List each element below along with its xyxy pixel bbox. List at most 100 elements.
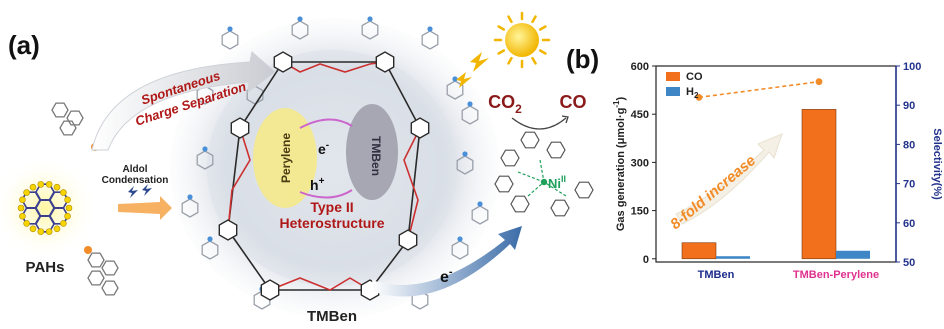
ring-icon bbox=[471, 205, 489, 225]
carbon-atom-icon bbox=[60, 189, 67, 196]
carbon-atom-icon bbox=[23, 220, 30, 227]
triazine-icon bbox=[375, 51, 395, 73]
coordination-bond-icon bbox=[517, 171, 545, 183]
small-pah-ring-icon bbox=[66, 110, 84, 126]
y2-axis-label: Selectivity(%) bbox=[931, 128, 943, 200]
ni-label: NiII bbox=[548, 174, 566, 191]
y-tick-label: 0 bbox=[643, 254, 649, 266]
carbon-atom-icon bbox=[65, 204, 73, 212]
triazine-nodes bbox=[218, 51, 430, 301]
ring-icon bbox=[461, 105, 479, 125]
ring-icon bbox=[361, 20, 379, 40]
sun-ray-icon bbox=[531, 15, 537, 24]
chart-axes bbox=[652, 65, 900, 263]
y-tick-label: 600 bbox=[631, 61, 649, 73]
ring-icon bbox=[196, 150, 214, 170]
bar-co-1 bbox=[801, 109, 837, 260]
carbon-atom-icon bbox=[19, 196, 26, 204]
ligand-ring-icon bbox=[574, 181, 594, 199]
pahs-label: PAHs bbox=[26, 259, 65, 276]
triazine-icon bbox=[218, 219, 238, 241]
sun-ray-icon bbox=[507, 15, 513, 24]
legend-swatch-h bbox=[666, 87, 680, 96]
carbon-atom-icon bbox=[17, 204, 25, 212]
carbon-atom-icon bbox=[45, 181, 53, 188]
pah-glow bbox=[0, 156, 97, 260]
lightning-icon bbox=[456, 52, 489, 88]
y-axis-label: Gas generation (μmol·g-1) bbox=[612, 97, 627, 232]
nitrogen-atom-icon bbox=[367, 16, 373, 22]
schematic-diagram: Perylene TMBen e- h+ Type II Heterostruc… bbox=[0, 11, 594, 325]
y2-tick-label: 60 bbox=[903, 218, 915, 230]
x-category-label: TMBen bbox=[698, 269, 735, 281]
small-pah-ring-icon bbox=[101, 260, 119, 276]
small-pah-ring-icon bbox=[51, 102, 69, 118]
bar-co-0 bbox=[681, 242, 717, 260]
triazine-icon bbox=[260, 279, 280, 301]
carbon-atom-icon bbox=[64, 212, 71, 220]
panel-b-label: (b) bbox=[566, 44, 600, 74]
electron-label: e- bbox=[318, 140, 329, 157]
selectivity-dash bbox=[698, 80, 820, 99]
increase-annotation: 8-fold increase bbox=[667, 152, 759, 233]
ring-icon bbox=[201, 240, 219, 260]
carbon-atom-icon bbox=[29, 225, 37, 233]
small-pah-ring-icon bbox=[87, 270, 105, 286]
hole-label: h+ bbox=[310, 176, 325, 193]
electron-transfer-label: e- bbox=[440, 266, 453, 286]
carbon-atom-icon bbox=[37, 228, 45, 235]
sun-ray-icon bbox=[507, 56, 513, 65]
nitrogen-atom-icon bbox=[297, 16, 303, 22]
carbon-atom-icon bbox=[53, 225, 61, 233]
tmben-inner-label: TMBen bbox=[369, 136, 383, 176]
y-tick-label: 300 bbox=[631, 157, 649, 169]
sun-ray-icon bbox=[497, 25, 506, 31]
carbon-atom-icon bbox=[60, 220, 67, 227]
aldehyde-group-icon bbox=[84, 246, 92, 254]
y2-tick-label: 70 bbox=[903, 179, 915, 191]
carbon-atom-icon bbox=[19, 212, 26, 220]
nitrogen-atom-icon bbox=[457, 236, 463, 242]
ni-complex bbox=[494, 131, 594, 217]
aldol-arrow bbox=[118, 184, 172, 220]
small-pah-ring-icon bbox=[59, 120, 77, 136]
ligand-ring-icon bbox=[546, 141, 566, 159]
increase-arrow bbox=[675, 133, 783, 225]
electron-transfer-arrow bbox=[372, 226, 522, 297]
sun-ray-icon bbox=[531, 56, 537, 65]
y2-tick-label: 80 bbox=[903, 139, 915, 151]
nitrogen-atom-icon bbox=[207, 236, 213, 242]
carbon-atom-icon bbox=[53, 183, 61, 191]
y2-tick-label: 90 bbox=[903, 100, 915, 112]
ring-icon bbox=[451, 240, 469, 260]
conversion-arrow bbox=[511, 117, 567, 130]
co-label: CO bbox=[560, 92, 587, 112]
carbon-atom-icon bbox=[64, 196, 71, 204]
nitrogen-atom-icon bbox=[187, 194, 193, 200]
y-tick-label: 150 bbox=[631, 206, 649, 218]
charge-transfer-arrows bbox=[299, 118, 353, 199]
nitrogen-atom-icon bbox=[467, 101, 473, 107]
triazine-icon bbox=[230, 117, 250, 139]
x-category-label: TMBen-Perylene bbox=[793, 269, 879, 281]
coordination-bond-icon bbox=[527, 181, 545, 197]
y2-tick-label: 100 bbox=[903, 61, 921, 73]
nitrogen-atom-icon bbox=[227, 26, 233, 32]
coordination-bond-icon bbox=[543, 181, 567, 197]
legend-label-h: H2 bbox=[686, 86, 699, 100]
ring-icon bbox=[456, 155, 474, 175]
triazine-icon bbox=[273, 51, 293, 73]
ring-icon bbox=[291, 20, 309, 40]
sun-ray-icon bbox=[497, 49, 506, 55]
nitrogen-atom-icon bbox=[452, 76, 458, 82]
co2-label: CO2 bbox=[488, 92, 522, 116]
perylene-domain: Perylene bbox=[253, 108, 317, 208]
nitrogen-atom-icon bbox=[477, 201, 483, 207]
small-pah-ring-icon bbox=[87, 252, 105, 268]
type-ii-label: Type II bbox=[310, 199, 353, 215]
chart-bars bbox=[681, 109, 870, 260]
aldol-line1: Aldol bbox=[123, 164, 148, 175]
